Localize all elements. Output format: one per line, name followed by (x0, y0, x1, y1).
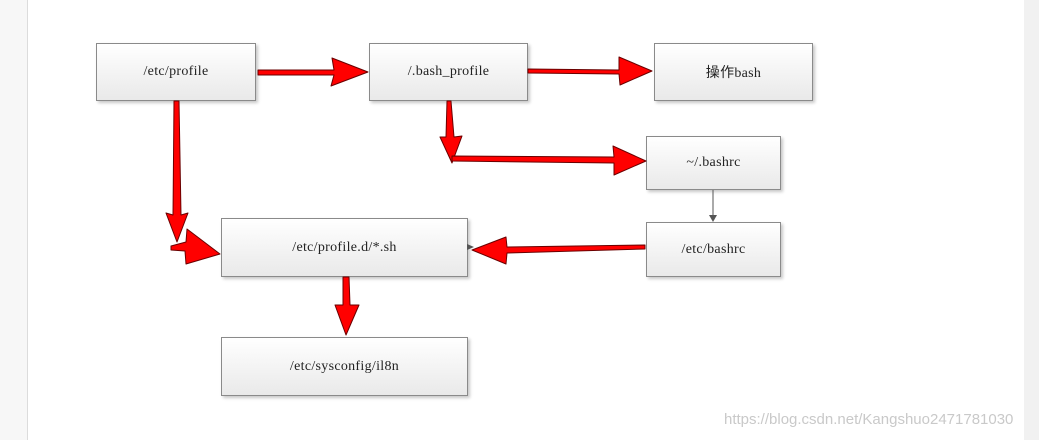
arrow-etc-bashrc-to-profile-d (471, 236, 646, 265)
connector-arrowhead (467, 244, 474, 250)
node-bash-profile: /.bash_profile (369, 43, 528, 101)
connector-arrowhead (709, 215, 717, 222)
node-label: /etc/sysconfig/il8n (289, 358, 400, 374)
node-label: /etc/bashrc (681, 241, 746, 257)
node-label: /etc/profile (143, 64, 209, 79)
node-sysconfig-i18n: /etc/sysconfig/il8n (221, 337, 468, 396)
arrow-profile-d-to-i18n (334, 276, 360, 336)
node-etc-bashrc: /etc/bashrc (646, 222, 781, 277)
arrow-bash-profile-down (439, 100, 463, 164)
node-home-bashrc: ~/.bashrc (646, 136, 781, 190)
node-label: /.bash_profile (407, 64, 490, 79)
arrow-etc-profile-to-profile-d (165, 100, 189, 243)
node-etc-profile: /etc/profile (96, 43, 256, 101)
node-label: /etc/profile.d/*.sh (292, 239, 397, 255)
watermark-url: https://blog.csdn.net/Kangshuo2471781030 (724, 411, 1014, 428)
arrow-etc-profile-to-bash-profile (257, 57, 369, 87)
vertical-scrollbar[interactable] (1024, 0, 1039, 440)
node-operate-bash: 操作bash (654, 43, 813, 101)
arrow-bash-profile-to-operate-bash (527, 56, 653, 86)
arrow-into-profile-d-tail (170, 228, 221, 265)
node-label: ~/.bashrc (686, 155, 741, 170)
node-label: 操作bash (705, 66, 762, 81)
arrow-to-home-bashrc (451, 145, 647, 176)
